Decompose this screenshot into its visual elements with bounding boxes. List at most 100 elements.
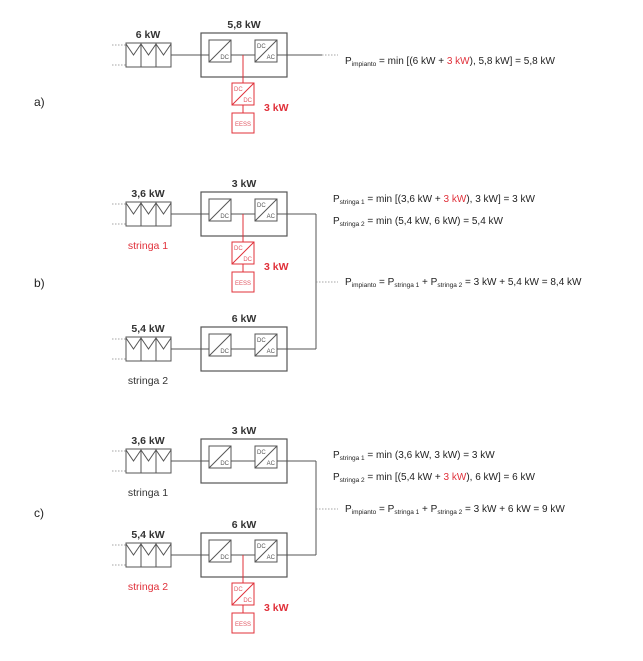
pv-module-v <box>125 337 142 350</box>
string-name-label: stringa 2 <box>128 581 168 593</box>
equation-subscript: stringa 1 <box>394 509 419 516</box>
equation-symbol: P <box>333 216 340 227</box>
equation-symbol: P <box>345 504 352 515</box>
converter-label-top: DC <box>234 246 243 252</box>
equation-text: Pstringa 2 = min [(5,4 kW + 3 kW), 6 kW]… <box>333 472 535 484</box>
equation-symbol: P <box>333 472 340 483</box>
pv-module-v <box>140 337 157 350</box>
battery-term: 3 kW <box>444 194 467 205</box>
inverter-power-label: 3 kW <box>232 178 257 190</box>
battery-power-label: 3 kW <box>264 102 289 114</box>
converter-label-bottom: AC <box>267 214 276 220</box>
converter-label-bottom: DC <box>220 55 229 61</box>
diagonal <box>208 39 232 63</box>
converter-label-top: DC <box>257 338 266 344</box>
inverter-power-label: 3 kW <box>232 425 257 437</box>
equation-part: = 3 kW + 5,4 kW = 8,4 kW <box>462 277 582 288</box>
diagonal <box>208 445 232 469</box>
equation-part: = P <box>376 504 394 515</box>
section-label: b) <box>34 276 45 290</box>
equation-part: ), 6 kW] = 6 kW <box>466 472 535 483</box>
converter-label-bottom: AC <box>267 349 276 355</box>
equation-text: Pstringa 1 = min (3,6 kW, 3 kW) = 3 kW <box>333 450 495 462</box>
equation-part: = min (3,6 kW, 3 kW) = 3 kW <box>365 450 496 461</box>
converter-label-top: DC <box>257 44 266 50</box>
pv-power-label: 5,4 kW <box>131 323 164 335</box>
pv-module-v <box>155 337 172 350</box>
equation-subscript: stringa 2 <box>437 509 462 516</box>
dc-dc-converter: DC <box>208 445 232 469</box>
eess-battery-icon <box>231 112 255 134</box>
battery-term: 3 kW <box>444 472 467 483</box>
inverter-power-label: 5,8 kW <box>227 19 260 31</box>
equation-subscript: stringa 2 <box>340 221 365 228</box>
pv-power-label: 3,6 kW <box>131 188 164 200</box>
eess-label: EESS <box>235 622 251 628</box>
equation-subscript: stringa 1 <box>340 199 365 206</box>
converter-label-bottom: AC <box>267 555 276 561</box>
dc-dc-converter: DC <box>208 39 232 63</box>
pv-module-v <box>140 543 157 556</box>
equation-subscript: stringa 1 <box>340 455 365 462</box>
pv-string-icon <box>112 201 172 227</box>
section-label: c) <box>34 506 44 520</box>
eess-label: EESS <box>235 281 251 287</box>
section-label: a) <box>34 95 45 109</box>
pv-module-v <box>155 543 172 556</box>
equation-subscript: stringa 1 <box>394 282 419 289</box>
diagonal <box>254 539 278 563</box>
equation-subscript: impianto <box>352 282 377 289</box>
diagonal <box>231 241 255 265</box>
converter-label-top: DC <box>257 203 266 209</box>
converter-label-top: DC <box>234 587 243 593</box>
equation-part: = min (5,4 kW, 6 kW) = 5,4 kW <box>365 216 504 227</box>
eess-label: EESS <box>235 122 251 128</box>
pv-power-label: 6 kW <box>136 29 161 41</box>
pv-module-v <box>155 43 172 56</box>
diagonal <box>208 333 232 357</box>
converter-label-bottom: AC <box>267 55 276 61</box>
pv-string-icon <box>112 448 172 474</box>
equation-part: = min [(6 kW + <box>376 56 447 67</box>
equation-text: Pimpianto = min [(6 kW + 3 kW), 5,8 kW] … <box>345 56 555 68</box>
pv-string-icon <box>112 42 172 68</box>
converter-label-top: DC <box>257 544 266 550</box>
converter-label-bottom: DC <box>220 349 229 355</box>
pv-module-v <box>155 202 172 215</box>
converter-label-top: DC <box>257 450 266 456</box>
converter-label-bottom: AC <box>267 461 276 467</box>
equation-symbol: P <box>333 450 340 461</box>
pv-module-v <box>140 202 157 215</box>
pv-module-v <box>125 202 142 215</box>
diagonal <box>254 333 278 357</box>
converter-label-top: DC <box>234 87 243 93</box>
equation-part: ), 3 kW] = 3 kW <box>466 194 535 205</box>
equation-text: Pimpianto = Pstringa 1 + Pstringa 2 = 3 … <box>345 504 565 516</box>
battery-term: 3 kW <box>447 56 470 67</box>
equation-part: + P <box>419 504 437 515</box>
equation-subscript: impianto <box>352 61 377 68</box>
equation-part: = P <box>376 277 394 288</box>
equation-subscript: stringa 2 <box>340 477 365 484</box>
equation-text: Pstringa 2 = min (5,4 kW, 6 kW) = 5,4 kW <box>333 216 504 228</box>
eess-battery-icon <box>231 612 255 634</box>
diagonal <box>208 198 232 222</box>
equation-part: ), 5,8 kW] = 5,8 kW <box>470 56 556 67</box>
equation-subscript: stringa 2 <box>437 282 462 289</box>
equation-symbol: P <box>345 277 352 288</box>
pv-module-v <box>125 543 142 556</box>
equation-part: = min [(3,6 kW + <box>365 194 444 205</box>
